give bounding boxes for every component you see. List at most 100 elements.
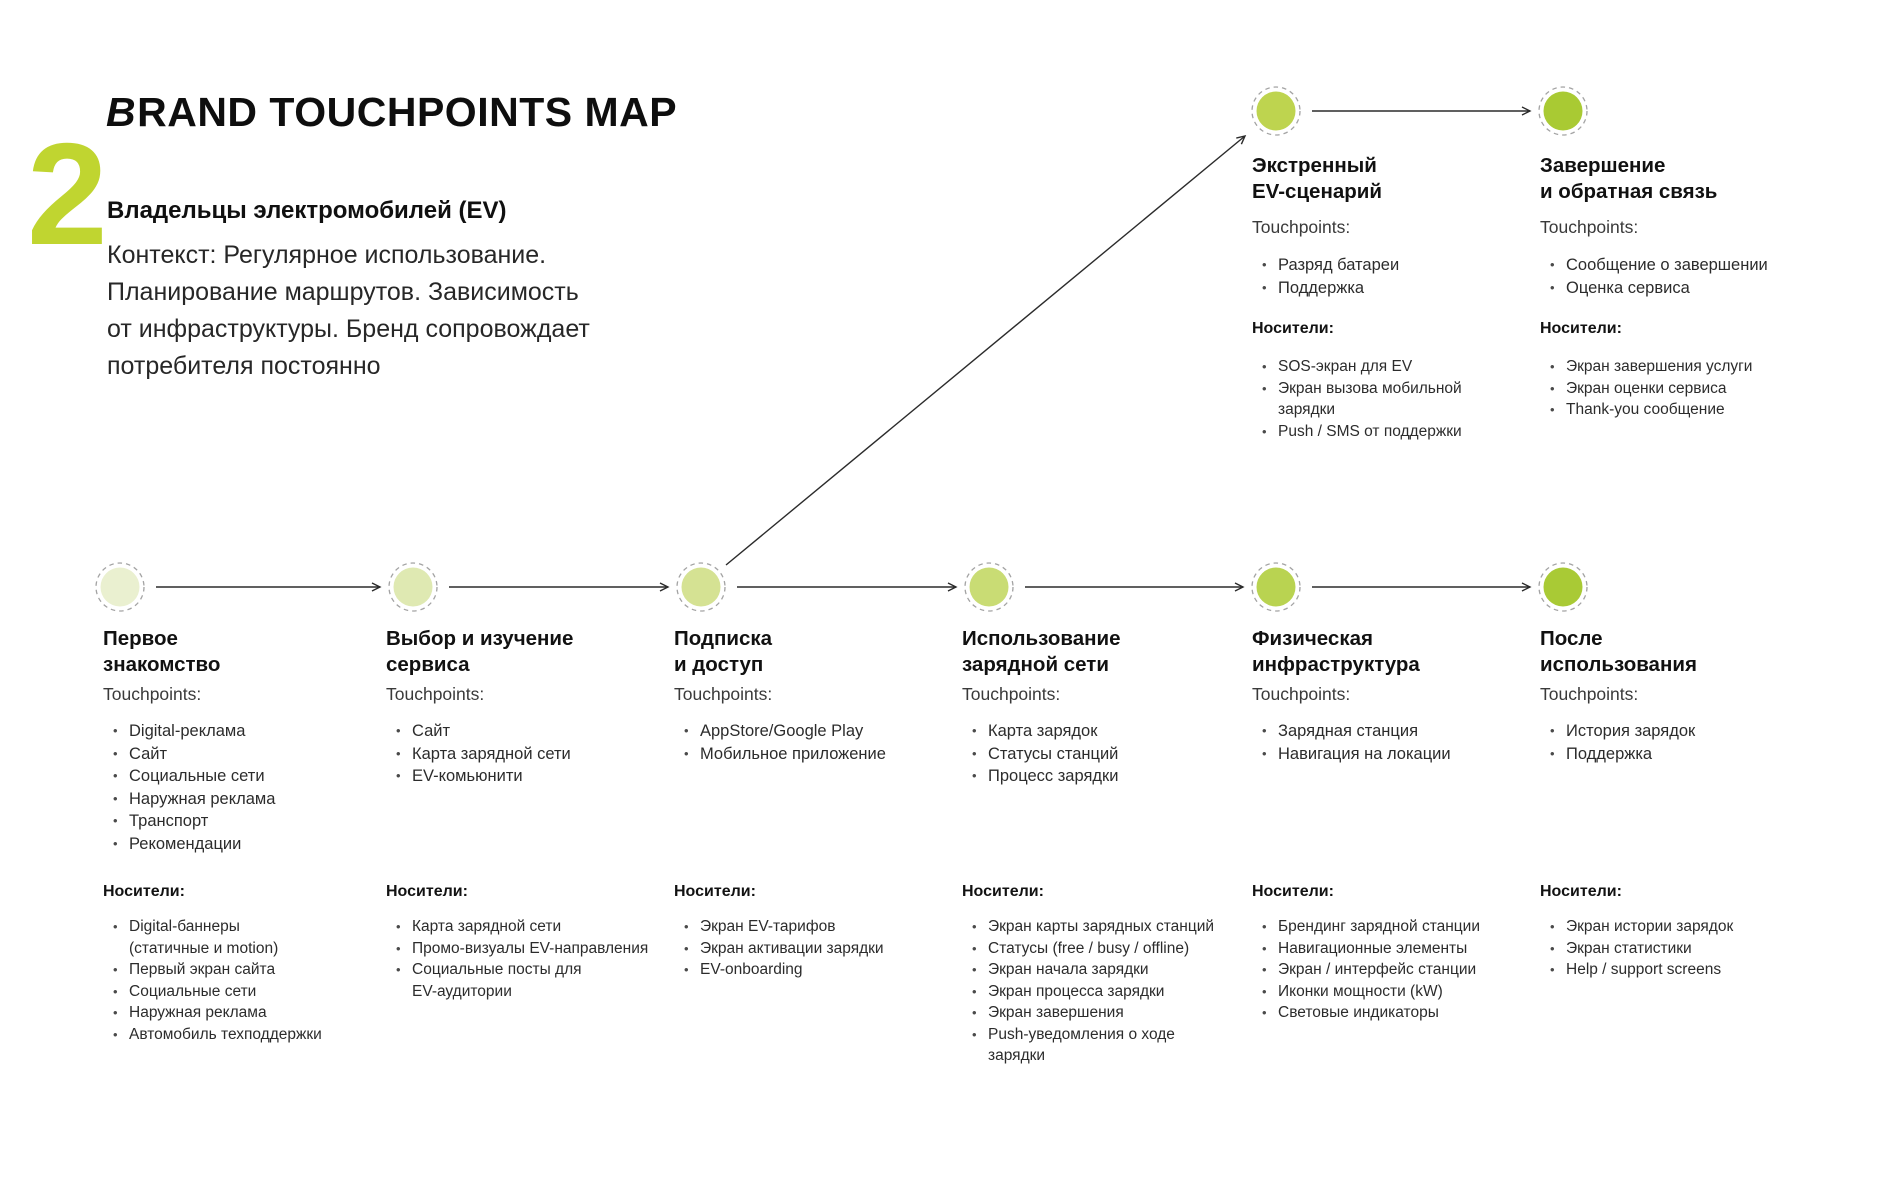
list-item: Сайт (386, 720, 678, 743)
touchpoints-label: Touchpoints: (386, 684, 485, 704)
journey-node-6 (1538, 562, 1588, 612)
carriers-list: Экран истории зарядокЭкран статистикиHel… (1540, 916, 1832, 981)
stage-title: Первое знакомство (103, 627, 221, 676)
touchpoints-label: Touchpoints: (674, 684, 773, 704)
list-item: Экран активации зарядки (674, 938, 966, 960)
journey-node-3 (676, 562, 726, 612)
journey-node-8 (1538, 86, 1588, 136)
node-fill-2 (393, 567, 433, 607)
list-item: Экран истории зарядок (1540, 916, 1832, 938)
stage-title: Экстренный EV-сценарий (1252, 154, 1382, 203)
touchpoints-label: Touchpoints: (962, 684, 1061, 704)
list-item: Мобильное приложение (674, 743, 966, 766)
carriers-list: Карта зарядной сетиПромо-визуалы EV-напр… (386, 916, 678, 1002)
list-item: Push / SMS от поддержки (1252, 421, 1544, 443)
audience-title: Владельцы электромобилей (EV) (107, 197, 507, 224)
list-item: Наружная реклама (103, 788, 395, 811)
carriers-list: Экран карты зарядных станцийСтатусы (fre… (962, 916, 1254, 1067)
carriers-label: Носители: (1540, 883, 1622, 900)
touchpoints-label: Touchpoints: (1252, 684, 1351, 704)
list-item: Экран оценки сервиса (1540, 378, 1832, 400)
list-item: Автомобиль техподдержки (103, 1024, 395, 1046)
journey-node-2 (388, 562, 438, 612)
stage-column-network-usage: Использование зарядной сети Touchpoints:… (962, 0, 1254, 1190)
stage-title: Использование зарядной сети (962, 627, 1121, 676)
node-fill-6 (1543, 567, 1583, 607)
list-item: EV-onboarding (674, 959, 966, 981)
list-item: Экран завершения услуги (1540, 356, 1832, 378)
list-item: EV-комьюнити (386, 765, 678, 788)
list-item: Карта зарядной сети (386, 743, 678, 766)
list-item: Разряд батареи (1252, 254, 1544, 277)
node-fill-7 (1256, 91, 1296, 131)
list-item: Thank-you сообщение (1540, 399, 1832, 421)
stage-column-subscription-access: Подписка и доступ Touchpoints: AppStore/… (674, 0, 966, 1190)
touchpoints-list: Digital-рекламаСайтСоциальные сетиНаружн… (103, 720, 395, 855)
list-item: Процесс зарядки (962, 765, 1254, 788)
node-fill-1 (100, 567, 140, 607)
list-item: Промо-визуалы EV-направления (386, 938, 678, 960)
stage-column-completion-feedback: Завершение и обратная связь Touchpoints:… (1540, 0, 1832, 1190)
list-item: AppStore/Google Play (674, 720, 966, 743)
carriers-label: Носители: (674, 883, 756, 900)
node-fill-5 (1256, 567, 1296, 607)
journey-node-4 (964, 562, 1014, 612)
list-item: Экран карты зарядных станций (962, 916, 1254, 938)
touchpoints-list: Зарядная станцияНавигация на локации (1252, 720, 1544, 765)
page-title: BRAND TOUCHPOINTS MAP (106, 89, 677, 136)
stage-title: Физическая инфраструктура (1252, 627, 1420, 676)
list-item: Поддержка (1252, 277, 1544, 300)
list-item: Статусы (free / busy / offline) (962, 938, 1254, 960)
journey-node-5 (1251, 562, 1301, 612)
stage-column-after-usage: После использования Touchpoints: История… (1540, 0, 1832, 1190)
touchpoints-label: Touchpoints: (1540, 217, 1639, 237)
list-item: Навигация на локации (1252, 743, 1544, 766)
list-item: Сообщение о завершении (1540, 254, 1832, 277)
touchpoints-list: AppStore/Google PlayМобильное приложение (674, 720, 966, 765)
list-item: История зарядок (1540, 720, 1832, 743)
node-fill-4 (969, 567, 1009, 607)
carriers-list: Брендинг зарядной станцииНавигационные э… (1252, 916, 1544, 1024)
journey-node-7 (1251, 86, 1301, 136)
carriers-label: Носители: (1252, 320, 1334, 337)
list-item: Рекомендации (103, 833, 395, 856)
list-item: Статусы станций (962, 743, 1254, 766)
list-item: SOS-экран для EV (1252, 356, 1544, 378)
list-item: Поддержка (1540, 743, 1832, 766)
touchpoints-list: Сообщение о завершенииОценка сервиса (1540, 254, 1832, 299)
carriers-list: Экран завершения услугиЭкран оценки серв… (1540, 356, 1832, 421)
list-item: Digital-реклама (103, 720, 395, 743)
carriers-label: Носители: (1252, 883, 1334, 900)
list-item: Экран EV-тарифов (674, 916, 966, 938)
touchpoints-label: Touchpoints: (1252, 217, 1351, 237)
list-item: Экран статистики (1540, 938, 1832, 960)
list-item: Digital-баннеры (статичные и motion) (103, 916, 395, 959)
list-item: Карта зарядной сети (386, 916, 678, 938)
list-item: Экран завершения (962, 1002, 1254, 1024)
list-item: Социальные сети (103, 765, 395, 788)
carriers-label: Носители: (1540, 320, 1622, 337)
list-item: Экран / интерфейс станции (1252, 959, 1544, 981)
carriers-list: Экран EV-тарифовЭкран активации зарядкиE… (674, 916, 966, 981)
touchpoints-list: Разряд батареиПоддержка (1252, 254, 1544, 299)
carriers-label: Носители: (103, 883, 185, 900)
touchpoints-label: Touchpoints: (103, 684, 202, 704)
stage-title: Выбор и изучение сервиса (386, 627, 574, 676)
stage-column-first-contact: Первое знакомство Touchpoints: Digital-р… (103, 0, 395, 1190)
stage-title: Подписка и доступ (674, 627, 773, 676)
list-item: Световые индикаторы (1252, 1002, 1544, 1024)
node-fill-3 (681, 567, 721, 607)
touchpoints-list: Карта зарядокСтатусы станцийПроцесс заря… (962, 720, 1254, 788)
carriers-label: Носители: (962, 883, 1044, 900)
carriers-list: SOS-экран для EVЭкран вызова мобильной з… (1252, 356, 1544, 442)
arrow-stage3-stage7-diagonal (725, 135, 1247, 566)
touchpoints-label: Touchpoints: (1540, 684, 1639, 704)
touchpoints-list: История зарядокПоддержка (1540, 720, 1832, 765)
list-item: Карта зарядок (962, 720, 1254, 743)
list-item: Экран процесса зарядки (962, 981, 1254, 1003)
list-item: Социальные посты для EV-аудитории (386, 959, 678, 1002)
list-item: Иконки мощности (kW) (1252, 981, 1544, 1003)
carriers-list: Digital-баннеры (статичные и motion)Перв… (103, 916, 395, 1045)
